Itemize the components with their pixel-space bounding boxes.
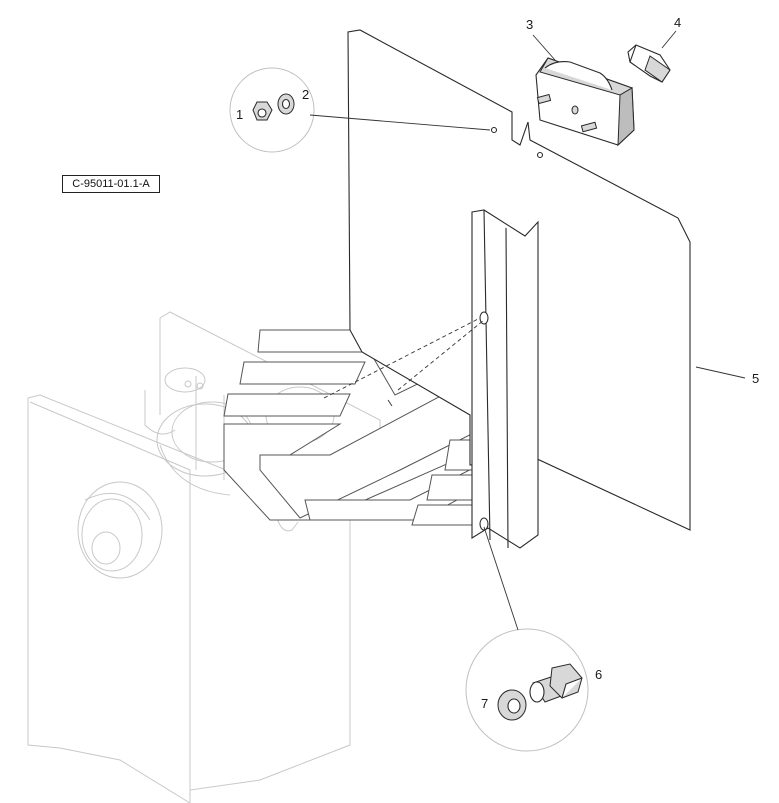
detail-circle-bolt-washer [465, 628, 589, 752]
callout-6: 6 [595, 667, 603, 682]
callout-5: 5 [752, 371, 760, 386]
lamp-housing-part-3 [535, 57, 635, 147]
callout-7: 7 [481, 696, 489, 711]
drawing-code-label: C-95011-01.1-A [62, 175, 160, 193]
callout-2: 2 [302, 87, 310, 102]
leader-lines [309, 30, 746, 631]
angle-bracket [471, 209, 539, 549]
bulb-part-4 [627, 44, 671, 83]
ghost-machine-body [27, 311, 381, 803]
callout-1: 1 [236, 107, 244, 122]
callout-3: 3 [526, 17, 534, 32]
detail-circle-nut-washer [229, 67, 315, 153]
callout-4: 4 [674, 15, 682, 30]
